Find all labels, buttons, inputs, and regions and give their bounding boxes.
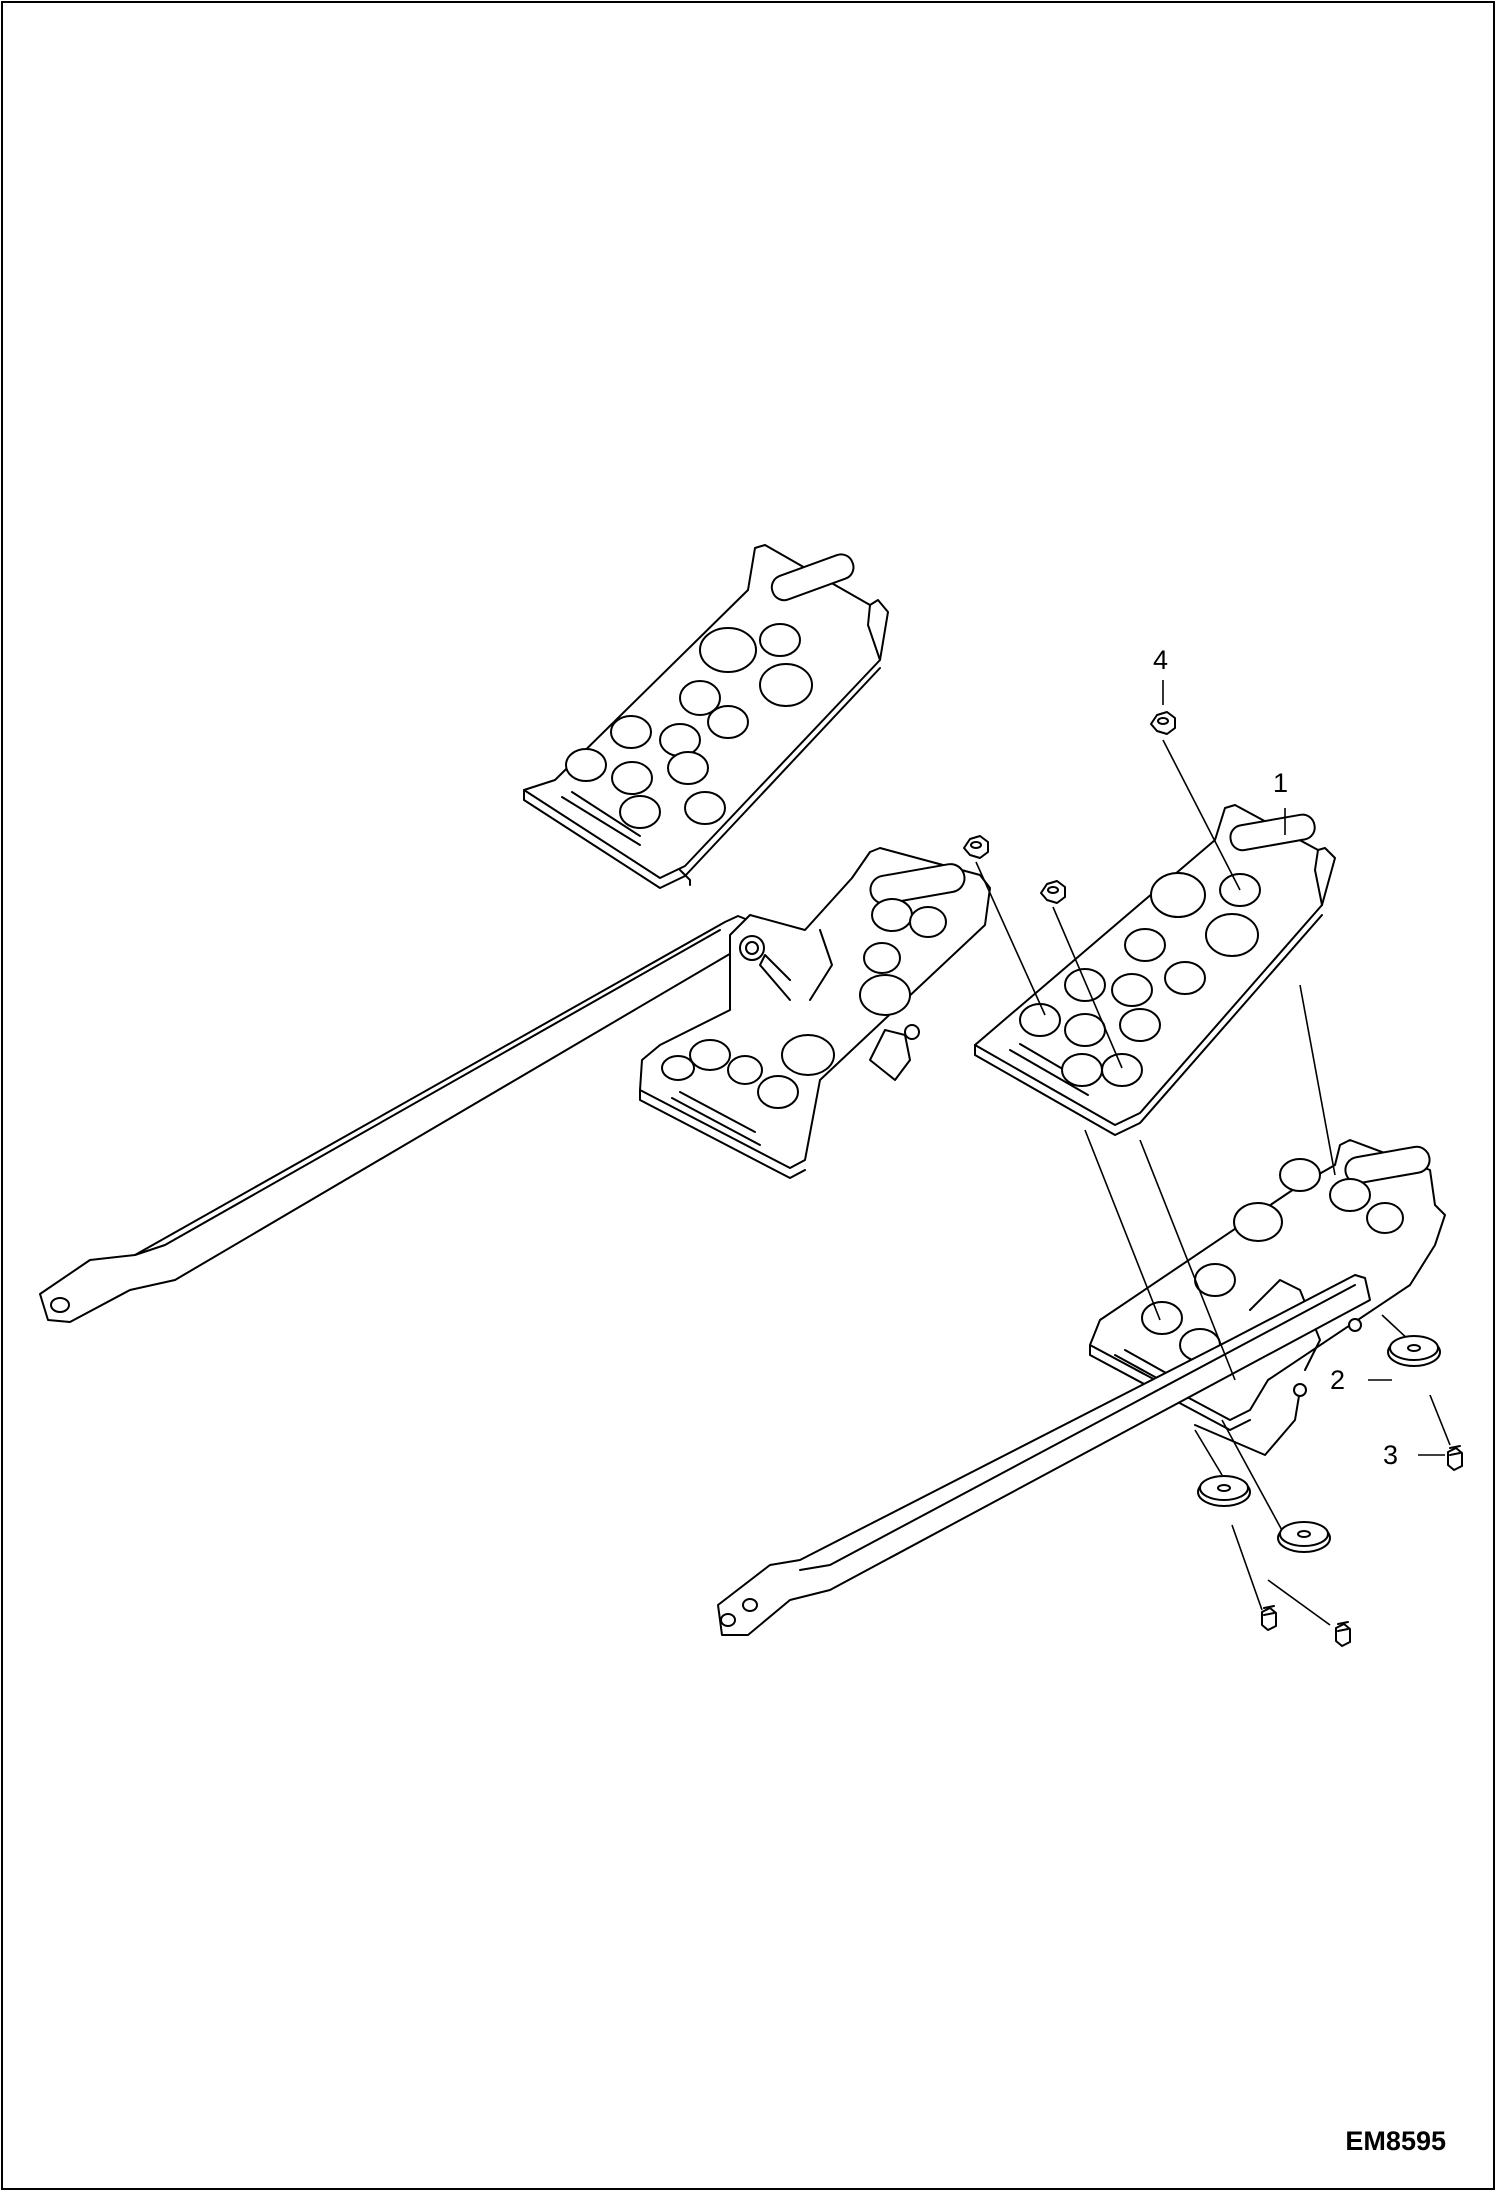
callout-2: 2 [1330,1365,1346,1395]
washer-item-2 [1197,1335,1441,1553]
pedal-bracket-left [39,847,991,1323]
callout-leaders [1162,680,1445,1456]
pedal-bracket-right [717,1139,1446,1636]
callout-4: 4 [1153,645,1169,675]
pedal-pad-upper-left [523,544,889,889]
callout-1: 1 [1273,768,1289,798]
pedal-pad-item-1 [974,804,1336,1136]
drawing-id-label: EM8595 [1345,2126,1446,2156]
callout-3: 3 [1383,1440,1399,1470]
nut-item-4 [963,711,1176,904]
bolt-item-3 [1261,1445,1463,1647]
